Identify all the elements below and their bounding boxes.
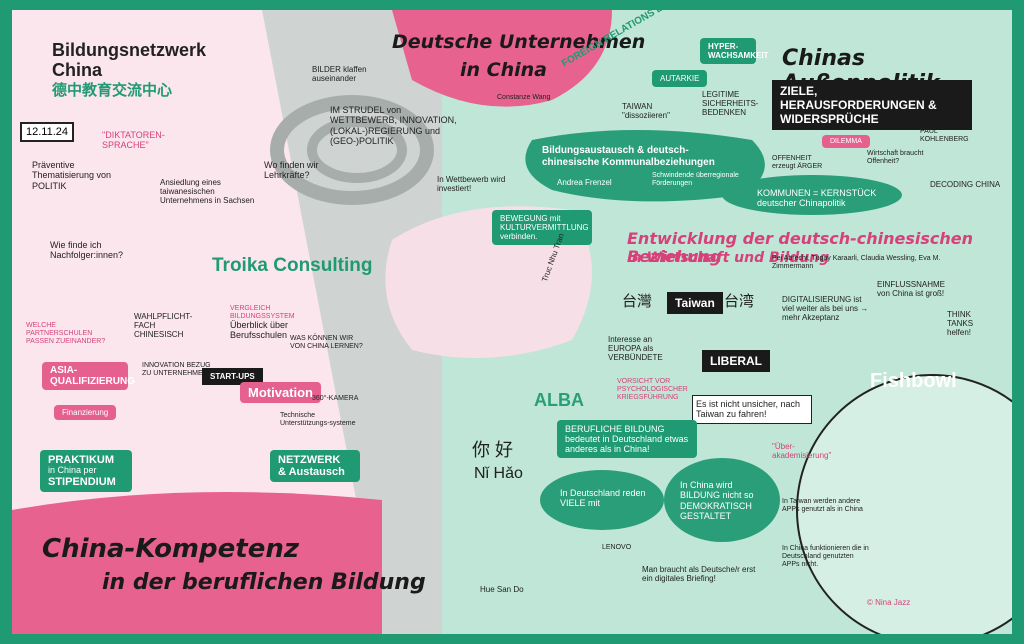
hyper-wachsamkeit: HYPER-WACHSAMKEIT — [700, 38, 768, 64]
apps-china: In China funktionieren die in Deutschlan… — [782, 545, 869, 569]
taiwan-simplified: 台湾 — [724, 293, 755, 310]
praeventive-thematisierung: Präventive Thematisierung von POLITIK — [32, 160, 112, 191]
schwindende-foerderungen: Schwindende überregionale Förderungen — [652, 172, 739, 188]
green-blob-deutschland — [540, 470, 664, 530]
troika-consulting-title: Troika Consulting — [212, 255, 373, 276]
nachfolger-question: Wie finde ich Nachfolger:innen? — [50, 240, 124, 261]
legitime-bedenken: LEGITIME SICHERHEITS-BEDENKEN — [702, 90, 759, 118]
digitalisierung-text: DIGITALISIERUNG ist viel weiter als bei … — [782, 295, 869, 323]
entwicklung-speakers: Pei Abrecht, Tugay Karaarli, Claudia Wes… — [772, 255, 941, 271]
praktikum-line1: PRAKTIKUM — [48, 454, 114, 466]
diktatoren-sprache: "DIKTATOREN-SPRACHE" — [102, 130, 165, 151]
fishbowl-circle — [796, 374, 1012, 634]
nihao-pinyin: Nǐ Hǎo — [474, 465, 523, 482]
entwicklung-subheading: in Wirtschaft und Bildung — [627, 250, 830, 266]
taiwan-label: Taiwan — [667, 292, 723, 314]
interesse-europa: Interesse an EUROPA als VERBÜNDETE — [608, 335, 663, 363]
taiwan-traditional: 台灣 — [622, 293, 653, 310]
finanzierung-label: Finanzierung — [54, 405, 117, 420]
startups-label: START-UPS — [202, 368, 263, 385]
praktikum-line3: STIPENDIUM — [48, 475, 116, 488]
kommunen-text: KOMMUNEN = KERNSTÜCK deutscher Chinapoli… — [757, 188, 877, 209]
netzwerk-box: NETZWERK & Austausch — [270, 450, 360, 483]
entwicklung-heading: Entwicklung der deutsch-chinesischen Bez… — [627, 229, 974, 267]
motivation-label: Motivation — [240, 382, 321, 403]
berufliche-bildung-box: BERUFLICHE BILDUNG bedeutet in Deutschla… — [557, 420, 697, 458]
spiral-inner — [307, 117, 407, 183]
praktikum-line2: in China per — [48, 465, 97, 476]
praktikum-box: PRAKTIKUM in China per STIPENDIUM — [40, 450, 132, 493]
briefing-text: Man braucht als Deutsche/r erst ein digi… — [642, 565, 756, 584]
strudel-text: IM STRUDEL von WETTBEWERB, INNOVATION, (… — [330, 105, 457, 147]
copyright: © Nina Jazz — [867, 598, 911, 607]
logo-chinese: 德中教育交流中心 — [52, 82, 173, 99]
fishbowl-label: Fishbowl — [870, 370, 957, 392]
apps-taiwan: In Taiwan werden andere APPs genutzt als… — [782, 498, 863, 514]
ueberakademisierung: "Über-akademisierung" — [772, 442, 832, 461]
china-bildung: In China wird BILDUNG nicht so DEMOKRATI… — [680, 480, 754, 522]
was-koennen-wir-lernen: WAS KÖNNEN WIR VON CHINA LERNEN? — [290, 335, 363, 351]
speaker-hue: Hue San Do — [480, 585, 524, 594]
center-title-line1: Deutsche Unternehmen — [392, 31, 646, 53]
bottom-left-pink — [12, 492, 382, 634]
pink-title-swoosh — [392, 10, 612, 107]
lehrkraefte-question: Wo finden wir Lehrkräfte? — [264, 160, 319, 181]
offenheit-aerger: OFFENHEIT erzeugt ÄRGER — [772, 155, 823, 171]
vorsicht-text: VORSICHT VOR PSYCHOLOGISCHER KRIEGSFÜHRU… — [617, 378, 688, 402]
asia-qualifizierung-label: ASIA-QUALIFIZIERUNG — [42, 362, 135, 390]
graphic-recording-canvas: Bildungsnetzwerk China 德中教育交流中心 12.11.24… — [12, 10, 1012, 634]
speaker-kohlenberg: PAUL KOHLENBERG — [920, 128, 969, 144]
think-tanks: THINK TANKS helfen! — [947, 310, 974, 338]
netzwerk-line2: & Austausch — [278, 466, 345, 479]
decoding-china: DECODING CHINA — [930, 180, 1001, 189]
deutschland-reden: In Deutschland reden VIELE mit — [560, 488, 646, 509]
green-blob-bildungsaustausch — [525, 130, 765, 202]
center-title-line2: in China — [460, 59, 547, 81]
bewegung-bubble: BEWEGUNG mit KULTURVERMITTLUNG verbinden… — [492, 210, 592, 245]
wahlpflichtfach-text: WAHLPFLICHT-FACH CHINESISCH — [134, 312, 193, 340]
green-blob-china — [664, 458, 780, 542]
autarkie-badge: AUTARKIE — [652, 70, 708, 87]
main-title-line2: in der beruflichen Bildung — [102, 570, 426, 595]
ueberblick-berufsschulen: Überblick über Berufsschulen — [230, 320, 289, 341]
partnerschulen-text: WELCHE PARTNERSCHULEN PASSEN ZUEINANDER? — [26, 322, 106, 346]
wettbewerb-investiert: In Wettbewerb wird investiert! — [437, 175, 506, 194]
nihao-chinese: 你 好 — [472, 440, 514, 460]
einflussnahme-text: EINFLUSSNAHME von China ist groß! — [877, 280, 946, 299]
main-title-line1: China-Kompetenz — [42, 534, 299, 564]
bildungsaustausch-heading: Bildungsaustausch & deutsch-chinesische … — [542, 145, 715, 168]
spiral-outer — [270, 95, 434, 205]
kommunen-blob — [722, 175, 902, 215]
netzwerk-line1: NETZWERK — [278, 454, 341, 466]
liberal-label: LIBERAL — [702, 350, 770, 372]
dilemma-label: DILEMMA — [822, 135, 870, 148]
speaker-frenzel: Andrea Frenzel — [557, 178, 612, 187]
bilder-klaffen: BILDER klaffen auseinander — [312, 65, 367, 84]
date-badge: 12.11.24 — [20, 122, 75, 142]
innovation-text: INNOVATION BEZUG ZU UNTERNEHMEN — [142, 362, 211, 378]
kamera-text: 360°-KAMERA — [312, 395, 359, 402]
unsicher-bubble: Es ist nicht unsicher, nach Taiwan zu fa… — [692, 395, 812, 424]
ansiedlung-text: Ansiedlung eines taiwanesischen Unterneh… — [160, 178, 255, 206]
alba-logo: ALBA — [534, 390, 584, 410]
speaker-constanze: Constanze Wang — [497, 94, 551, 101]
lenovo-label: LENOVO — [602, 544, 632, 551]
wirtschaft-offenheit: Wirtschaft braucht Offenheit? — [867, 150, 924, 166]
vergleich-bildungssystem: VERGLEICH BILDUNGSSYSTEM — [230, 305, 295, 321]
technische-systeme: Technische Unterstützungs-systeme — [280, 412, 356, 428]
taiwan-dissoziieren: TAIWAN "dissoziieren" — [622, 102, 670, 121]
right-subtitle: ZIELE, HERAUSFORDERUNGEN & WIDERSPRÜCHE — [772, 80, 972, 130]
logo-line1: Bildungsnetzwerk — [52, 40, 207, 60]
logo-line2: China — [52, 60, 103, 80]
